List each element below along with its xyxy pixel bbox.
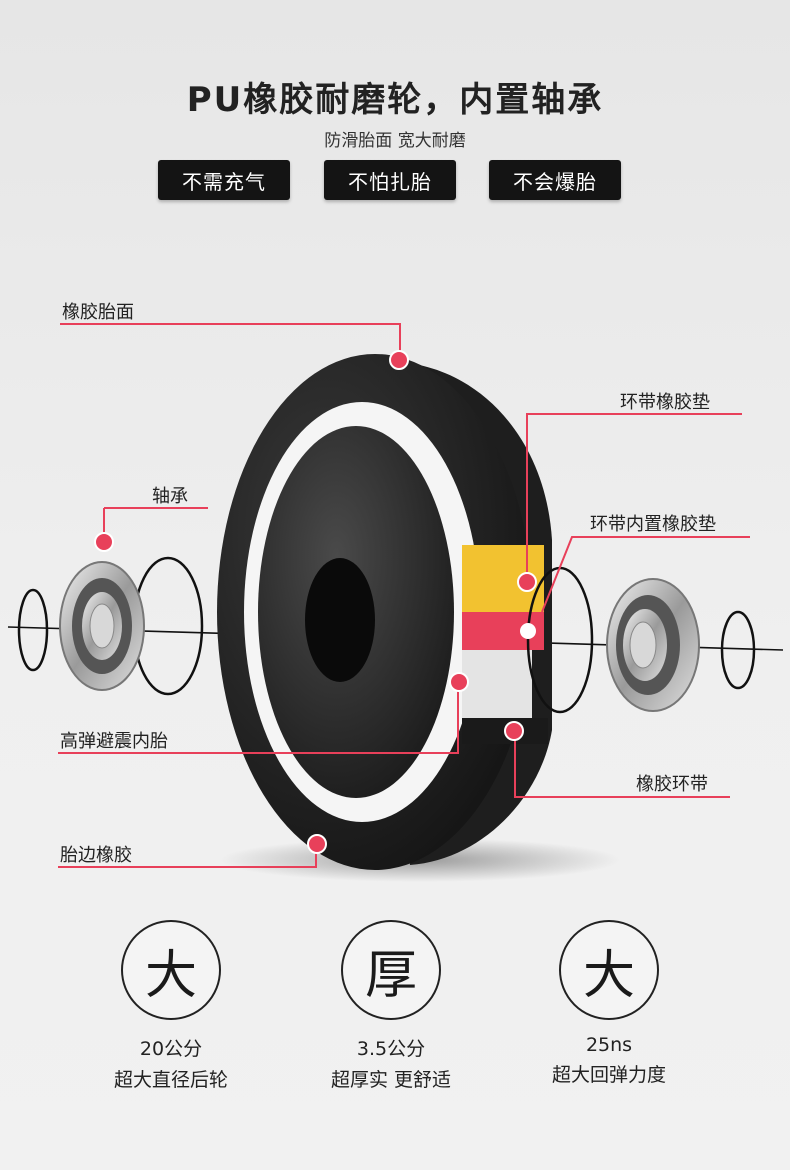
callout-rubber-band: 橡胶环带 xyxy=(636,774,708,795)
feature-rebound: 大 25ns 超大回弹力度 xyxy=(494,920,724,1087)
marker-dots xyxy=(94,350,537,854)
feature-value: 20公分 xyxy=(139,1038,203,1060)
feature-desc: 超大回弹力度 xyxy=(551,1064,666,1086)
marker-dot-icon xyxy=(504,721,524,741)
feature-desc: 超厚实 更舒适 xyxy=(330,1069,452,1091)
callout-lines xyxy=(58,323,750,868)
callout-bearing: 轴承 xyxy=(152,486,188,507)
callout-inner-pad: 环带内置橡胶垫 xyxy=(590,514,716,535)
bearing-icon xyxy=(606,578,700,712)
feature-diameter: 大 20公分 超大直径后轮 xyxy=(56,920,286,1092)
marker-dot-icon xyxy=(517,572,537,592)
badge-no-blowout: 不会爆胎 xyxy=(489,160,621,200)
left-seal-ring-small xyxy=(17,588,49,672)
marker-dot-icon xyxy=(94,532,114,552)
callout-ring-pad: 环带橡胶垫 xyxy=(620,392,710,413)
marker-dot-icon xyxy=(307,834,327,854)
badge-puncture-proof: 不怕扎胎 xyxy=(324,160,456,200)
callout-tread: 橡胶胎面 xyxy=(62,302,134,323)
feature-glyph: 厚 xyxy=(341,920,441,1020)
hub-center-hole xyxy=(305,558,375,682)
page-title: PU橡胶耐磨轮，内置轴承 xyxy=(186,80,604,120)
marker-dot-icon xyxy=(520,623,536,639)
feature-value: 3.5公分 xyxy=(356,1038,426,1060)
marker-dot-icon xyxy=(389,350,409,370)
right-seal-ring-small xyxy=(720,610,756,690)
feature-glyph: 大 xyxy=(559,920,659,1020)
feature-desc: 超大直径后轮 xyxy=(113,1069,228,1091)
marker-dot-icon xyxy=(449,672,469,692)
callout-inner-tube: 高弹避震内胎 xyxy=(60,731,168,752)
callout-sidewall: 胎边橡胶 xyxy=(60,845,132,866)
feature-thickness: 厚 3.5公分 超厚实 更舒适 xyxy=(276,920,506,1092)
bearing-icon xyxy=(59,561,145,691)
feature-value: 25ns xyxy=(585,1034,633,1056)
inner-tube-white xyxy=(462,650,532,720)
badge-no-inflation: 不需充气 xyxy=(158,160,290,200)
page-subtitle: 防滑胎面 宽大耐磨 xyxy=(324,131,466,151)
feature-glyph: 大 xyxy=(121,920,221,1020)
